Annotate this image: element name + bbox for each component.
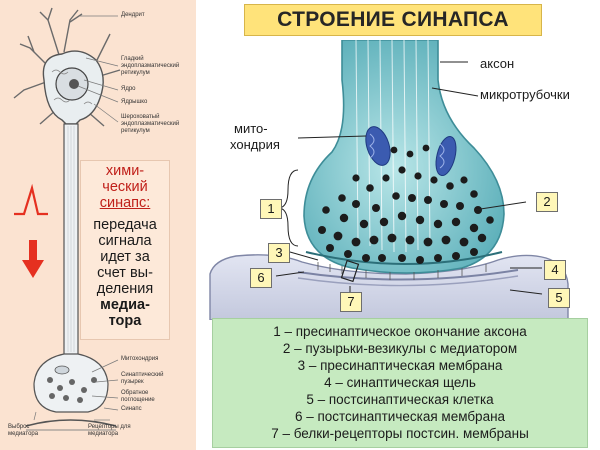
synapse-illustration: [209, 40, 569, 320]
tag-6: 6: [250, 268, 272, 288]
neuron-illustration: [13, 7, 121, 431]
legend-item-6: 6 – постсинаптическая мембрана: [294, 409, 506, 424]
mitochondria-shapes: [365, 126, 457, 177]
label-receptors: Рецепторы для медиатора: [88, 424, 131, 437]
label-dendrite: Дендрит: [121, 12, 145, 18]
label-smooth-er: Гладкий эндоплазматический ретикулум: [121, 56, 180, 76]
tag-3: 3: [268, 243, 290, 263]
signal-arrow-shaft: [29, 240, 37, 262]
label-mitochondria-1: мито-: [234, 121, 268, 136]
legend-item-7: 7 – белки-рецепторы постсин. мембраны: [271, 426, 529, 441]
tag-1: 1: [260, 199, 282, 219]
chem-line-3: синапс:: [99, 195, 151, 211]
tag-5: 5: [548, 288, 570, 308]
legend-item-1: 1 – пресинаптическое окончание аксона: [273, 324, 527, 339]
presynaptic-membrane: [305, 251, 503, 265]
label-synapse-small: Синапс: [121, 406, 142, 412]
chem-line-7: счет вы-: [97, 265, 153, 281]
synaptic-cleft: [317, 262, 487, 280]
label-axon: аксон: [480, 56, 515, 71]
tag-7: 7: [340, 292, 362, 312]
tag-2: 2: [536, 192, 558, 212]
chem-line-1: хими-: [105, 163, 145, 179]
chem-line-5: сигнала: [98, 233, 152, 249]
postsynaptic-cell: [209, 254, 569, 320]
legend-item-2: 2 – пузырьки-везикулы с медиатором: [282, 341, 518, 356]
label-mitochondria-2: хондрия: [230, 137, 280, 152]
label-reuptake: Обратное поглощение: [121, 390, 155, 403]
action-potential-icon: [14, 183, 48, 216]
page-title: СТРОЕНИЕ СИНАПСА: [277, 8, 509, 31]
receptor-highlight: [340, 259, 360, 283]
title-banner: СТРОЕНИЕ СИНАПСА: [244, 4, 542, 36]
legend-box: 1 – пресинаптическое окончание аксона 2 …: [212, 318, 588, 448]
signal-arrow-icon: [22, 260, 44, 278]
postsynaptic-membrane-small: [25, 419, 117, 427]
chem-line-4: передача: [93, 217, 157, 233]
vesicles: [318, 144, 494, 264]
chem-line-8: деления: [96, 281, 154, 297]
leader-lines: [275, 61, 543, 296]
chem-line-2: ческий: [102, 179, 148, 195]
chem-line-10: тора: [108, 313, 142, 329]
legend-item-5: 5 – постсинаптическая клетка: [306, 392, 494, 407]
label-mitochondria-small: Митохондрия: [121, 356, 159, 362]
chem-line-9: медиа-: [100, 297, 150, 313]
label-microtubules: микротрубочки: [480, 87, 570, 102]
panel-divider: [196, 0, 206, 450]
label-rough-er: Шероховатый эндоплазматический ретикулум: [121, 114, 180, 134]
label-vesicle: Синаптический пузырек: [121, 372, 164, 385]
tag-4: 4: [544, 260, 566, 280]
nucleolus-shape: [69, 79, 79, 89]
chem-line-6: идет за: [100, 249, 150, 265]
chemical-synapse-note: хими- ческий синапс: передача сигнала ид…: [80, 160, 170, 340]
legend-item-3: 3 – пресинаптическая мембрана: [297, 358, 503, 373]
postsynaptic-membrane: [297, 269, 519, 281]
label-nucleus: Ядро: [121, 86, 136, 92]
legend-item-4: 4 – синаптическая щель: [324, 375, 476, 390]
label-nucleolus: Ядрышко: [121, 99, 148, 105]
presynaptic-terminal: [303, 40, 505, 274]
label-release: Выброс медиатора: [8, 424, 39, 437]
